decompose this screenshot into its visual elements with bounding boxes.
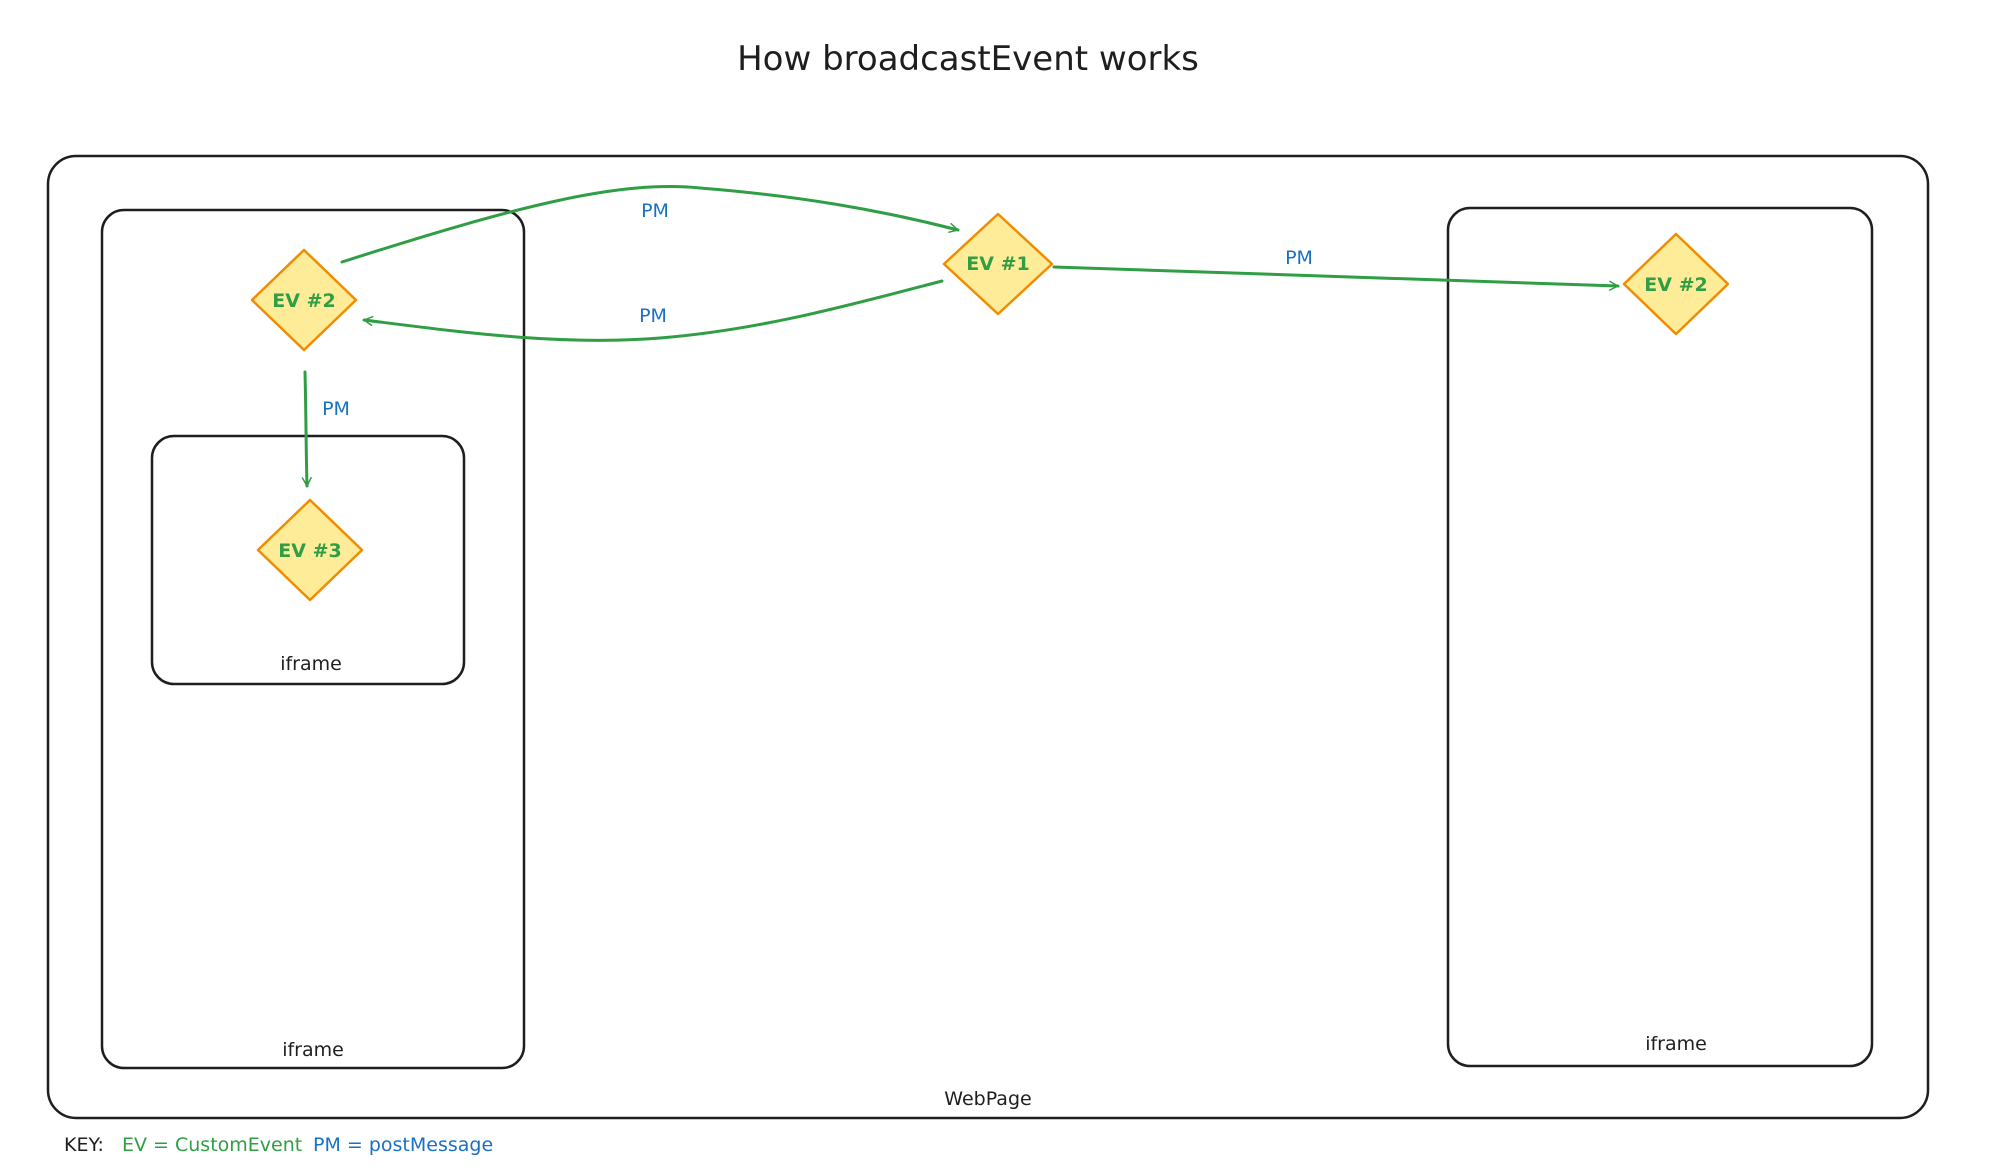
key-label: KEY:	[64, 1134, 104, 1156]
node-ev3: EV #3	[256, 498, 364, 602]
pm-label-ev2-to-ev1: PM	[641, 200, 669, 222]
node-ev2-left: EV #2	[250, 248, 358, 352]
ev3-diamond-shape	[256, 498, 364, 602]
diagram-title: How broadcastEvent works	[737, 39, 1199, 79]
left-iframe-label: iframe	[282, 1039, 344, 1061]
pm-label-ev1-to-ev2-left: PM	[639, 305, 667, 327]
inner-iframe-label: iframe	[280, 653, 342, 675]
key-ev-definition: EV = CustomEvent	[122, 1134, 302, 1156]
node-ev1: EV #1	[942, 212, 1054, 316]
left-iframe-frame	[100, 208, 526, 1070]
right-iframe-frame	[1446, 206, 1874, 1068]
webpage-frame	[46, 154, 1930, 1120]
inner-iframe-frame	[150, 434, 466, 686]
arrow-ev1-to-ev2-left	[362, 279, 944, 342]
ev1-label: EV #1	[966, 253, 1029, 275]
arrow-ev2-to-ev3	[301, 370, 312, 488]
arrow-ev2-to-ev1	[340, 185, 960, 264]
right-iframe-label: iframe	[1645, 1033, 1707, 1055]
pm-label-ev1-to-ev2-right: PM	[1285, 247, 1313, 269]
node-ev2-right: EV #2	[1622, 232, 1730, 336]
ev2-left-diamond-shape	[250, 248, 358, 352]
ev2-right-diamond-shape	[1622, 232, 1730, 336]
webpage-label: WebPage	[944, 1088, 1031, 1110]
ev2-left-label: EV #2	[272, 290, 335, 312]
pm-label-ev2-to-ev3: PM	[322, 398, 350, 420]
ev2-right-label: EV #2	[1644, 274, 1707, 296]
key-pm-definition: PM = postMessage	[313, 1134, 493, 1156]
ev3-label: EV #3	[278, 540, 341, 562]
arrow-ev1-to-ev2-right	[1052, 265, 1620, 291]
ev1-diamond-shape	[942, 212, 1054, 316]
key-legend: KEY: EV = CustomEvent PM = postMessage	[64, 1134, 493, 1156]
